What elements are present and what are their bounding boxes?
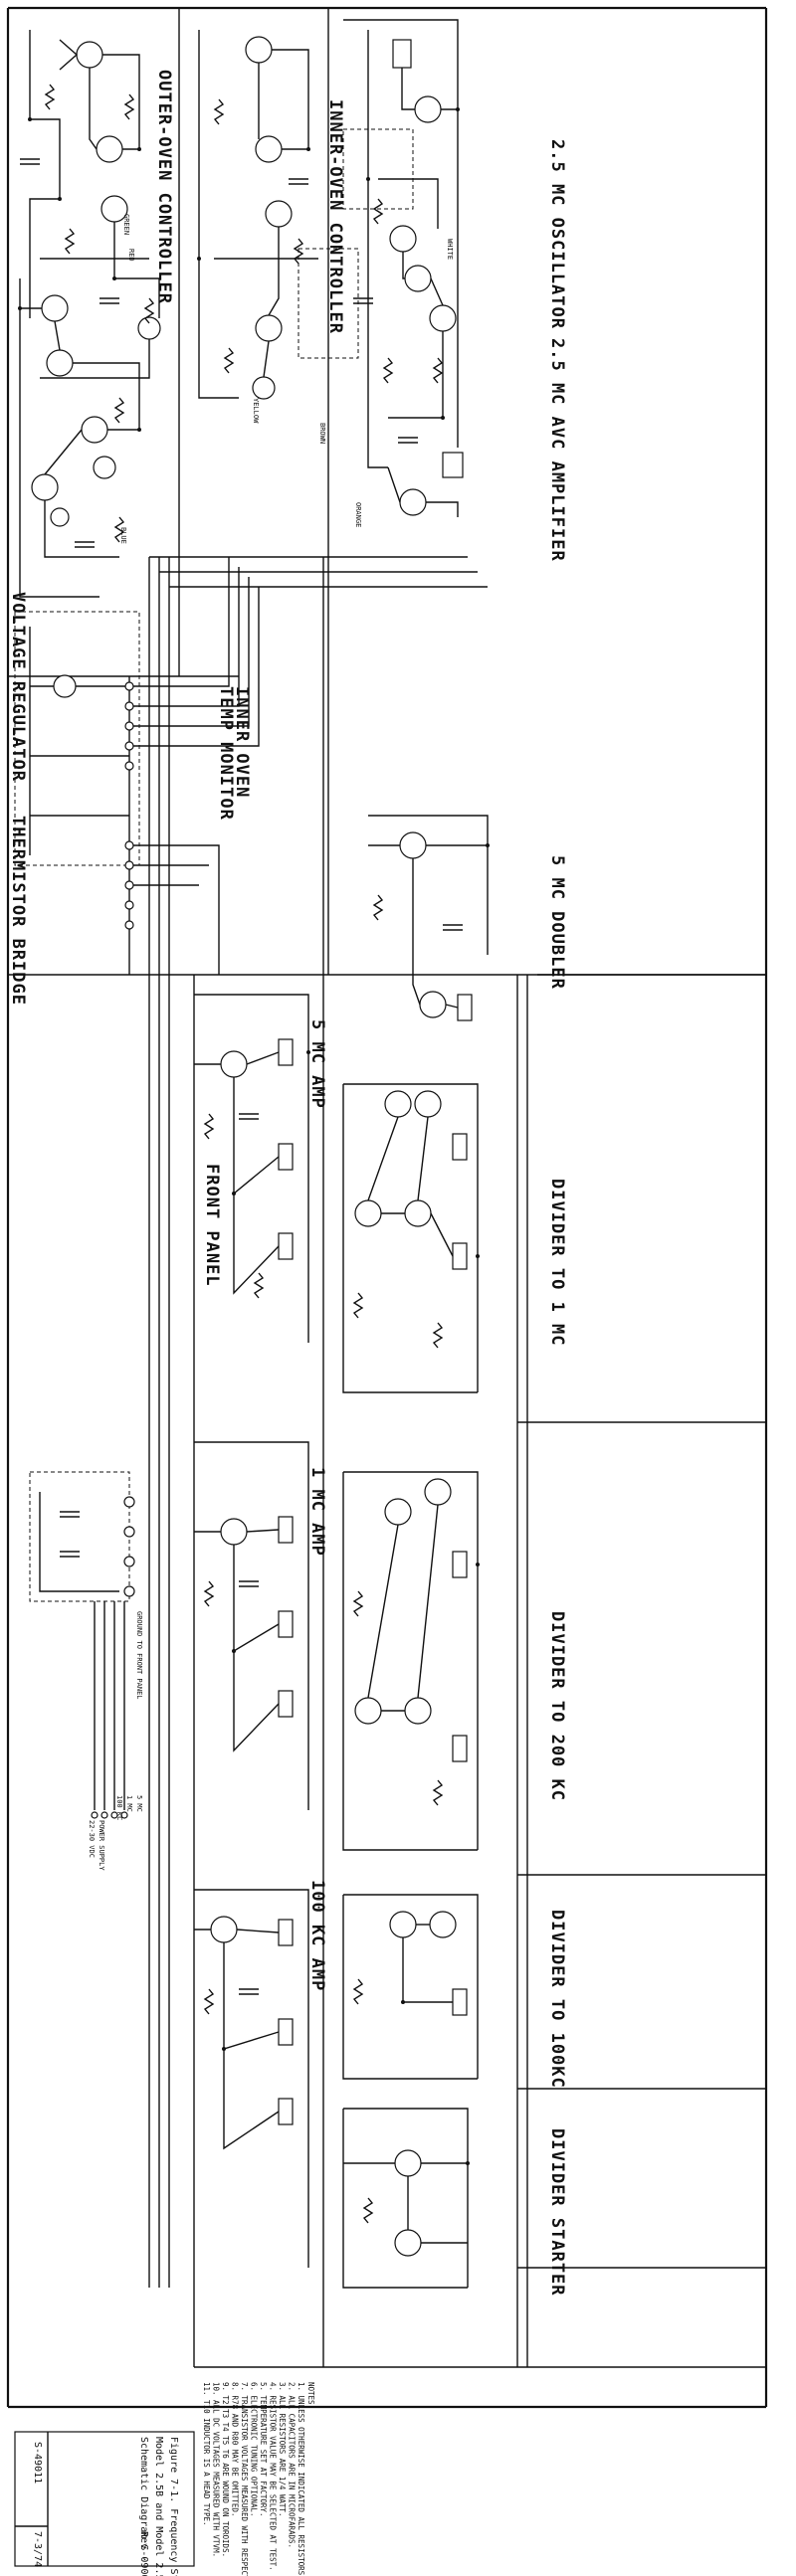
divider-starter-circuit xyxy=(342,2108,470,2289)
drawing-number: S-49011 xyxy=(32,2442,43,2484)
terminal-label-1mc: 1 MC xyxy=(125,1795,133,1812)
note-item: 8. R78 AND R80 MAY BE OMITTED. xyxy=(231,2382,240,2516)
oscillator-avc-circuit xyxy=(298,19,464,517)
amp-5mc-circuit xyxy=(194,994,310,1343)
terminal-label-100kc: 100 KC xyxy=(115,1795,123,1820)
output-terminal-circuit xyxy=(29,1471,135,1819)
note-item: 9. T2 T3 T4 T5 T6 ARE WOUND ON TOROIDS. xyxy=(221,2382,230,2557)
section-label-temp-monitor: TEMP MONITOR xyxy=(216,686,236,821)
divider-200kc-circuit xyxy=(342,1471,480,1851)
section-label-outer-oven: OUTER-OVEN CONTROLLER xyxy=(154,70,174,304)
amp-100kc-circuit xyxy=(194,1889,309,2268)
wire-label-orange: ORANGE xyxy=(354,502,362,527)
note-item: 1. UNLESS OTHERWISE INDICATED ALL RESIST… xyxy=(297,2382,305,2576)
section-label-amp-1mc: 1 MC AMP xyxy=(307,1467,327,1557)
section-label-divider-100kc: DIVIDER TO 100KC xyxy=(547,1910,567,2089)
notes-block: NOTES: 1. UNLESS OTHERWISE INDICATED ALL… xyxy=(202,2382,315,2576)
wire-label-white: WHITE xyxy=(446,239,454,260)
notes-heading: NOTES: xyxy=(306,2382,315,2409)
note-item: 2. ALL CAPACITORS ARE IN MICROFARADS. xyxy=(288,2382,297,2548)
inner-oven-controller-circuit xyxy=(197,30,318,400)
voltage-regulator-circuit xyxy=(18,278,141,598)
wire-label-yellow: YELLOW xyxy=(252,398,260,424)
terminal-label-supply-voltage: 22-30 VDC xyxy=(88,1820,96,1858)
section-label-amp-100kc: 100 KC AMP xyxy=(307,1880,327,1991)
section-label-front-panel: FRONT PANEL xyxy=(202,1164,222,1287)
section-label-divider-200kc: DIVIDER TO 200 KC xyxy=(547,1611,567,1801)
section-label-amp-5mc: 5 MC AMP xyxy=(307,1019,327,1109)
divider-100kc-circuit xyxy=(342,1894,479,2080)
section-label-thermistor-bridge: THERMISTOR BRIDGE xyxy=(8,816,28,1006)
outer-oven-controller-circuit xyxy=(20,30,161,379)
title-line-3: Schematic Diagram S-09000 xyxy=(138,2437,149,2576)
title-block: Figure 7-1. Frequency Standard, Model 2.… xyxy=(14,2431,195,2576)
notes-list: 1. UNLESS OTHERWISE INDICATED ALL RESIST… xyxy=(202,2382,305,2576)
title-line-1: Figure 7-1. Frequency Standard, xyxy=(168,2437,179,2576)
note-item: 7. TRANSISTOR VOLTAGES MEASURED WITH RES… xyxy=(240,2382,249,2576)
section-label-doubler: 5 MC DOUBLER xyxy=(547,855,567,990)
terminal-label-ground: GROUND TO FRONT PANEL xyxy=(135,1611,143,1700)
divider-1mc-circuit xyxy=(342,1083,480,1393)
wire-label-red: RED xyxy=(127,249,135,262)
note-item: 5. TEMPERATURE SET AT FACTORY. xyxy=(259,2382,268,2516)
note-item: 6. ELECTRONIC TUNING OPTIONAL. xyxy=(250,2382,259,2516)
note-item: 4. RESISTOR VALUE MAY BE SELECTED AT TES… xyxy=(269,2382,278,2571)
section-label-avc-amplifier: 2.5 MC AVC AMPLIFIER xyxy=(547,338,567,562)
title-line-2: Model 2.5B and Model 2.5C xyxy=(153,2437,164,2576)
section-label-divider-starter: DIVIDER STARTER xyxy=(547,2128,567,2297)
note-item: 3. ALL RESISTORS ARE 1/4 WATT. xyxy=(278,2382,287,2516)
drawing-date: 7-3/74 xyxy=(32,2531,43,2567)
front-panel-circuit xyxy=(14,557,260,975)
wire-label-brown: BROWN xyxy=(318,423,326,444)
terminal-label-power-supply: POWER SUPPLY xyxy=(98,1820,105,1871)
frame-lines xyxy=(6,6,768,2409)
bus-wires xyxy=(148,556,766,2368)
amp-1mc-circuit xyxy=(194,1441,309,1810)
title-rev: Rev - xyxy=(138,2531,149,2561)
section-dividers xyxy=(8,8,766,2269)
section-label-oscillator: 2.5 MC OSCILLATOR xyxy=(547,139,567,329)
section-label-inner-oven: INNER-OVEN CONTROLLER xyxy=(325,99,345,334)
section-label-inner-oven-temp: INNER OVEN xyxy=(232,686,252,798)
note-item: 11. T10 INDUCTOR IS A HEAD TYPE. xyxy=(202,2382,211,2526)
note-item: 10. ALL DC VOLTAGES MEASURED WITH VTVM. xyxy=(212,2382,221,2557)
section-label-voltage-regulator: VOLTAGE REGULATOR xyxy=(8,592,28,782)
doubler-circuit xyxy=(368,815,490,1021)
wire-label-blue: BLUE xyxy=(119,527,127,544)
section-label-divider-1mc: DIVIDER TO 1 MC xyxy=(547,1179,567,1347)
terminal-label-5mc: 5 MC xyxy=(135,1795,143,1812)
wire-label-green: GREEN xyxy=(122,214,130,235)
